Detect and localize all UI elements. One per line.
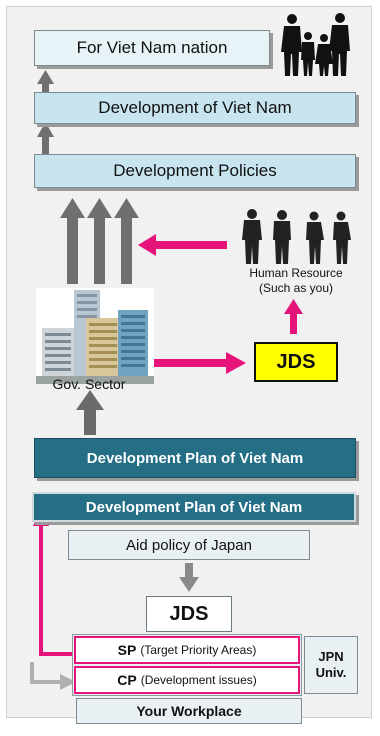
human-resource-line2: (Such as you): [258, 281, 334, 295]
development-box: Development of Viet Nam: [34, 92, 356, 124]
sp-row: SP (Target Priority Areas): [74, 636, 300, 664]
your-workplace-label: Your Workplace: [136, 703, 242, 719]
gray-up-arrow-1: [37, 70, 54, 95]
gray-down-arrow: [179, 563, 199, 592]
jds-highlight-label: JDS: [276, 350, 316, 373]
development-plan-lower-label: Development Plan of Viet Nam: [85, 498, 303, 516]
pink-right-arrow: [150, 352, 246, 374]
policies-box: Development Policies: [34, 154, 356, 188]
nation-label: For Viet Nam nation: [76, 38, 228, 57]
aid-policy-box: Aid policy of Japan: [68, 530, 310, 560]
jpn-univ-line1: JPN: [318, 649, 344, 664]
gray-up-arrow-2: [37, 122, 54, 157]
policies-label: Development Policies: [113, 161, 277, 180]
jds-label: JDS: [169, 602, 209, 625]
nation-box: For Viet Nam nation: [34, 30, 270, 66]
jpn-univ-line2: Univ.: [315, 665, 347, 680]
pink-left-arrow: [138, 234, 227, 256]
gray-up-arrow-plan: [76, 390, 104, 435]
development-plan-lower-box: Development Plan of Viet Nam: [32, 492, 356, 522]
big-gray-up-arrow-1: [60, 198, 85, 284]
human-resource-label: Human Resource (Such as you): [226, 266, 366, 296]
office-buildings-icon: [36, 288, 154, 384]
aid-policy-label: Aid policy of Japan: [126, 536, 252, 554]
family-silhouette-icon: [281, 13, 350, 76]
jpn-univ-box: JPN Univ.: [304, 636, 358, 694]
gray-workplace-arrow: [30, 662, 76, 690]
big-gray-up-arrow-2: [87, 198, 112, 284]
cp-text: (Development issues): [140, 673, 257, 687]
jds-box-highlight: JDS: [254, 342, 338, 382]
pink-up-arrow: [284, 299, 303, 334]
business-people-silhouette-icon: [242, 209, 351, 264]
jds-box: JDS: [146, 596, 232, 632]
development-plan-upper-label: Development Plan of Viet Nam: [86, 449, 304, 467]
development-plan-upper-box: Development Plan of Viet Nam: [34, 438, 356, 478]
sp-text: (Target Priority Areas): [140, 643, 257, 657]
cp-abbr: CP: [117, 672, 137, 688]
development-label: Development of Viet Nam: [98, 98, 292, 117]
cp-row: CP (Development issues): [74, 666, 300, 694]
big-gray-up-arrow-3: [114, 198, 139, 284]
your-workplace-box: Your Workplace: [76, 698, 302, 724]
human-resource-line1: Human Resource: [249, 266, 343, 280]
sp-abbr: SP: [117, 642, 137, 658]
gov-sector-label: Gov. Sector: [52, 376, 126, 392]
